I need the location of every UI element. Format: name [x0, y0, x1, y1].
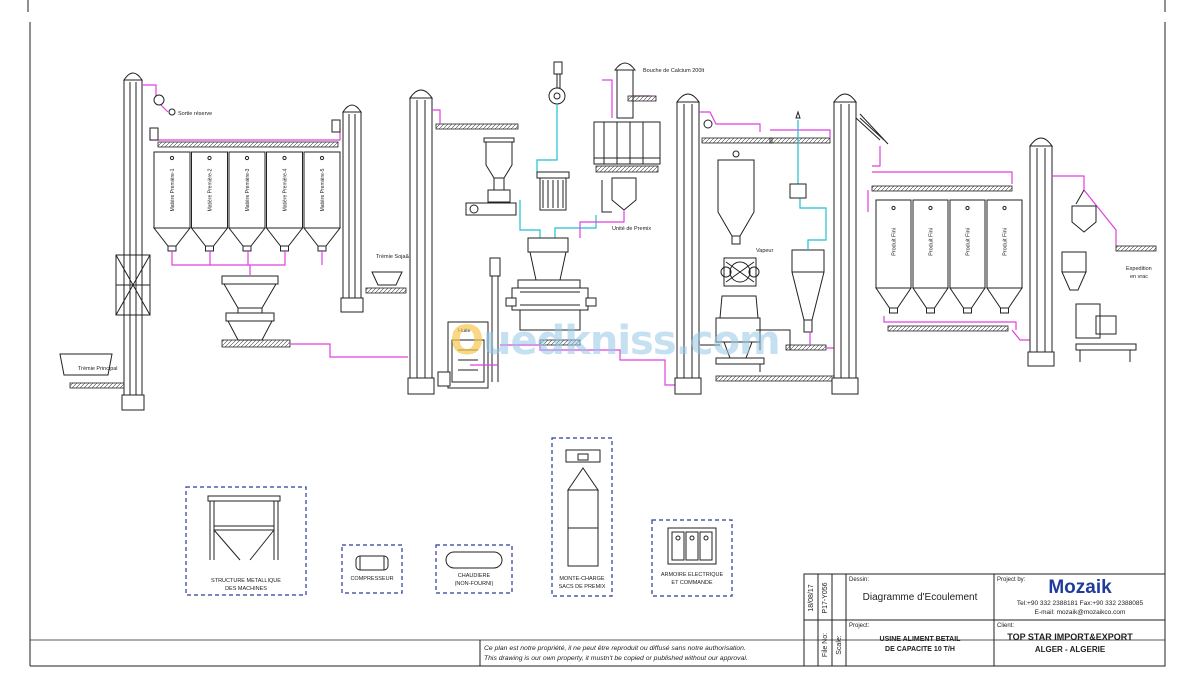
pellet-press [720, 257, 760, 287]
raw-material-bin-2: Matière Première-2 [190, 151, 229, 252]
title-block: 18/08/17 P17-Y056 File No: Scale: Dessin… [479, 573, 1166, 667]
label-vapeur: Vapeur [756, 248, 773, 254]
batch-scale [221, 275, 291, 348]
finished-bin-3: Produit Fini [949, 199, 986, 314]
legend-compresseur: COMPRESSEUR [341, 544, 403, 594]
bucket-elevator-4 [674, 93, 702, 395]
svg-text:SACS DE PREMIX: SACS DE PREMIX [559, 584, 606, 590]
tremie-soja: Trémie Soja&Son [365, 254, 419, 294]
label-produit-fini-1: Produit Fini [892, 228, 898, 256]
legend-chaudiere: CHAUDIERE (NON-FOURNI) [435, 544, 513, 594]
label-produit-fini-3: Produit Fini [966, 228, 972, 256]
oil-tank: Huile [437, 321, 489, 389]
cyclone [791, 249, 825, 333]
loading-bin [1061, 251, 1137, 362]
hammer-mill [465, 137, 517, 216]
tb-dessin-value: Diagramme d'Ecoulement [863, 592, 978, 603]
tremie-principal: Trémie Principal [59, 353, 125, 389]
raw-material-bins: Matière Première-1 Matière Première-2 Mati… [152, 151, 342, 252]
tb-projectby-label: Project by: [997, 577, 1026, 583]
svg-text:ARMOIRE ELECTRIQUE: ARMOIRE ELECTRIQUE [661, 572, 724, 578]
svg-text:MONTE-CHARGE: MONTE-CHARGE [559, 576, 605, 582]
tb-email: E-mail: mozaik@mozaikco.com [1035, 609, 1126, 616]
label-tremie-principal: Trémie Principal [78, 366, 118, 372]
label-unite-premix: Unité de Premix [612, 226, 651, 232]
label-raw-material-1: Matière Première-1 [170, 168, 176, 211]
tb-dessin-label: Dessin: [849, 577, 869, 583]
svg-text:CHAUDIERE: CHAUDIERE [458, 573, 491, 579]
svg-text:STRUCTURE METALLIQUE: STRUCTURE METALLIQUE [211, 578, 281, 584]
finished-bin-1: Produit Fini [875, 199, 912, 314]
bag-filter [536, 171, 570, 211]
pellet-bin [717, 150, 755, 245]
finished-product-bins: Produit Fini Produit Fini Produit Fini Prod… [875, 199, 1023, 314]
cooler [715, 295, 791, 365]
bucket-elevator-5 [831, 93, 859, 395]
finished-bin-4: Produit Fini [986, 199, 1023, 314]
tb-client-1: TOP STAR IMPORT&EXPORT [1007, 632, 1133, 642]
bucket-elevator-3 [407, 89, 435, 395]
label-raw-material-4: Matière Première-4 [283, 168, 289, 211]
tb-file-value: P17-Y056 [822, 582, 829, 613]
bucket-elevator-6 [1027, 137, 1055, 367]
premix-unit: Bouche de Calcium 200lt Unité de Premix [593, 62, 705, 232]
tb-company: Mozaik [1048, 577, 1112, 598]
tb-client-2: ALGER - ALGERIE [1035, 645, 1106, 654]
label-bouche-calcium: Bouche de Calcium 200lt [643, 68, 705, 74]
raw-material-bin-1: Matière Première-1 [152, 151, 192, 252]
label-tremie-soja: Trémie Soja&Son [376, 254, 419, 260]
label-sortie-reserve: Sortie réserve [178, 111, 212, 117]
raw-material-bin-5: Matière Première-5 [302, 151, 342, 252]
legend-armoire: ARMOIRE ELECTRIQUE ET COMMANDE [651, 519, 733, 597]
label-raw-material-3: Matière Première-3 [245, 168, 251, 211]
svg-text:DES MACHINES: DES MACHINES [225, 586, 267, 592]
bucket-elevator-2 [340, 104, 364, 313]
copyright-fr: Ce plan est notre propriété, il ne peut … [484, 645, 746, 652]
svg-text:ET COMMANDE: ET COMMANDE [671, 580, 712, 586]
raw-material-bin-4: Matière Première-4 [265, 151, 304, 252]
raw-material-bin-3: Matière Première-3 [227, 151, 267, 252]
label-raw-material-5: Matière Première-5 [320, 168, 326, 211]
tb-project-1: USINE ALIMENT BETAIL [880, 636, 962, 643]
tb-scale-label: Scale: [836, 635, 843, 655]
watermark: Ouedkniss.com [450, 318, 781, 364]
label-produit-fini-2: Produit Fini [929, 228, 935, 256]
svg-text:(NON-FOURNI): (NON-FOURNI) [455, 581, 494, 587]
pellet-mixer [505, 237, 597, 346]
label-produit-fini-4: Produit Fini [1003, 228, 1009, 256]
label-raw-material-2: Matière Première-2 [208, 168, 214, 211]
tb-date: 18/08/17 [808, 584, 815, 611]
finished-bin-2: Produit Fini [912, 199, 949, 314]
tb-client-label: Client: [997, 623, 1014, 629]
copyright-en: This drawing is our own property, it mus… [484, 655, 748, 662]
legend-compresseur-label: COMPRESSEUR [350, 576, 393, 582]
fan-unit [548, 61, 566, 105]
tb-phone: Tel:+90 332 2388181 Fax:+90 332 2388085 [1017, 600, 1144, 607]
bucket-elevator-1 [115, 72, 151, 411]
label-huile: Huile [458, 328, 471, 334]
tb-project-2: DE CAPACITE 10 T/H [885, 646, 955, 653]
legend-structure: STRUCTURE METALLIQUE DES MACHINES [185, 486, 307, 596]
drawing-frame [27, 0, 1166, 667]
tb-project-label: Project: [849, 623, 870, 629]
tb-file-label: File No: [822, 633, 829, 657]
legend-monte-charge: MONTE-CHARGE SACS DE PREMIX [551, 437, 613, 597]
